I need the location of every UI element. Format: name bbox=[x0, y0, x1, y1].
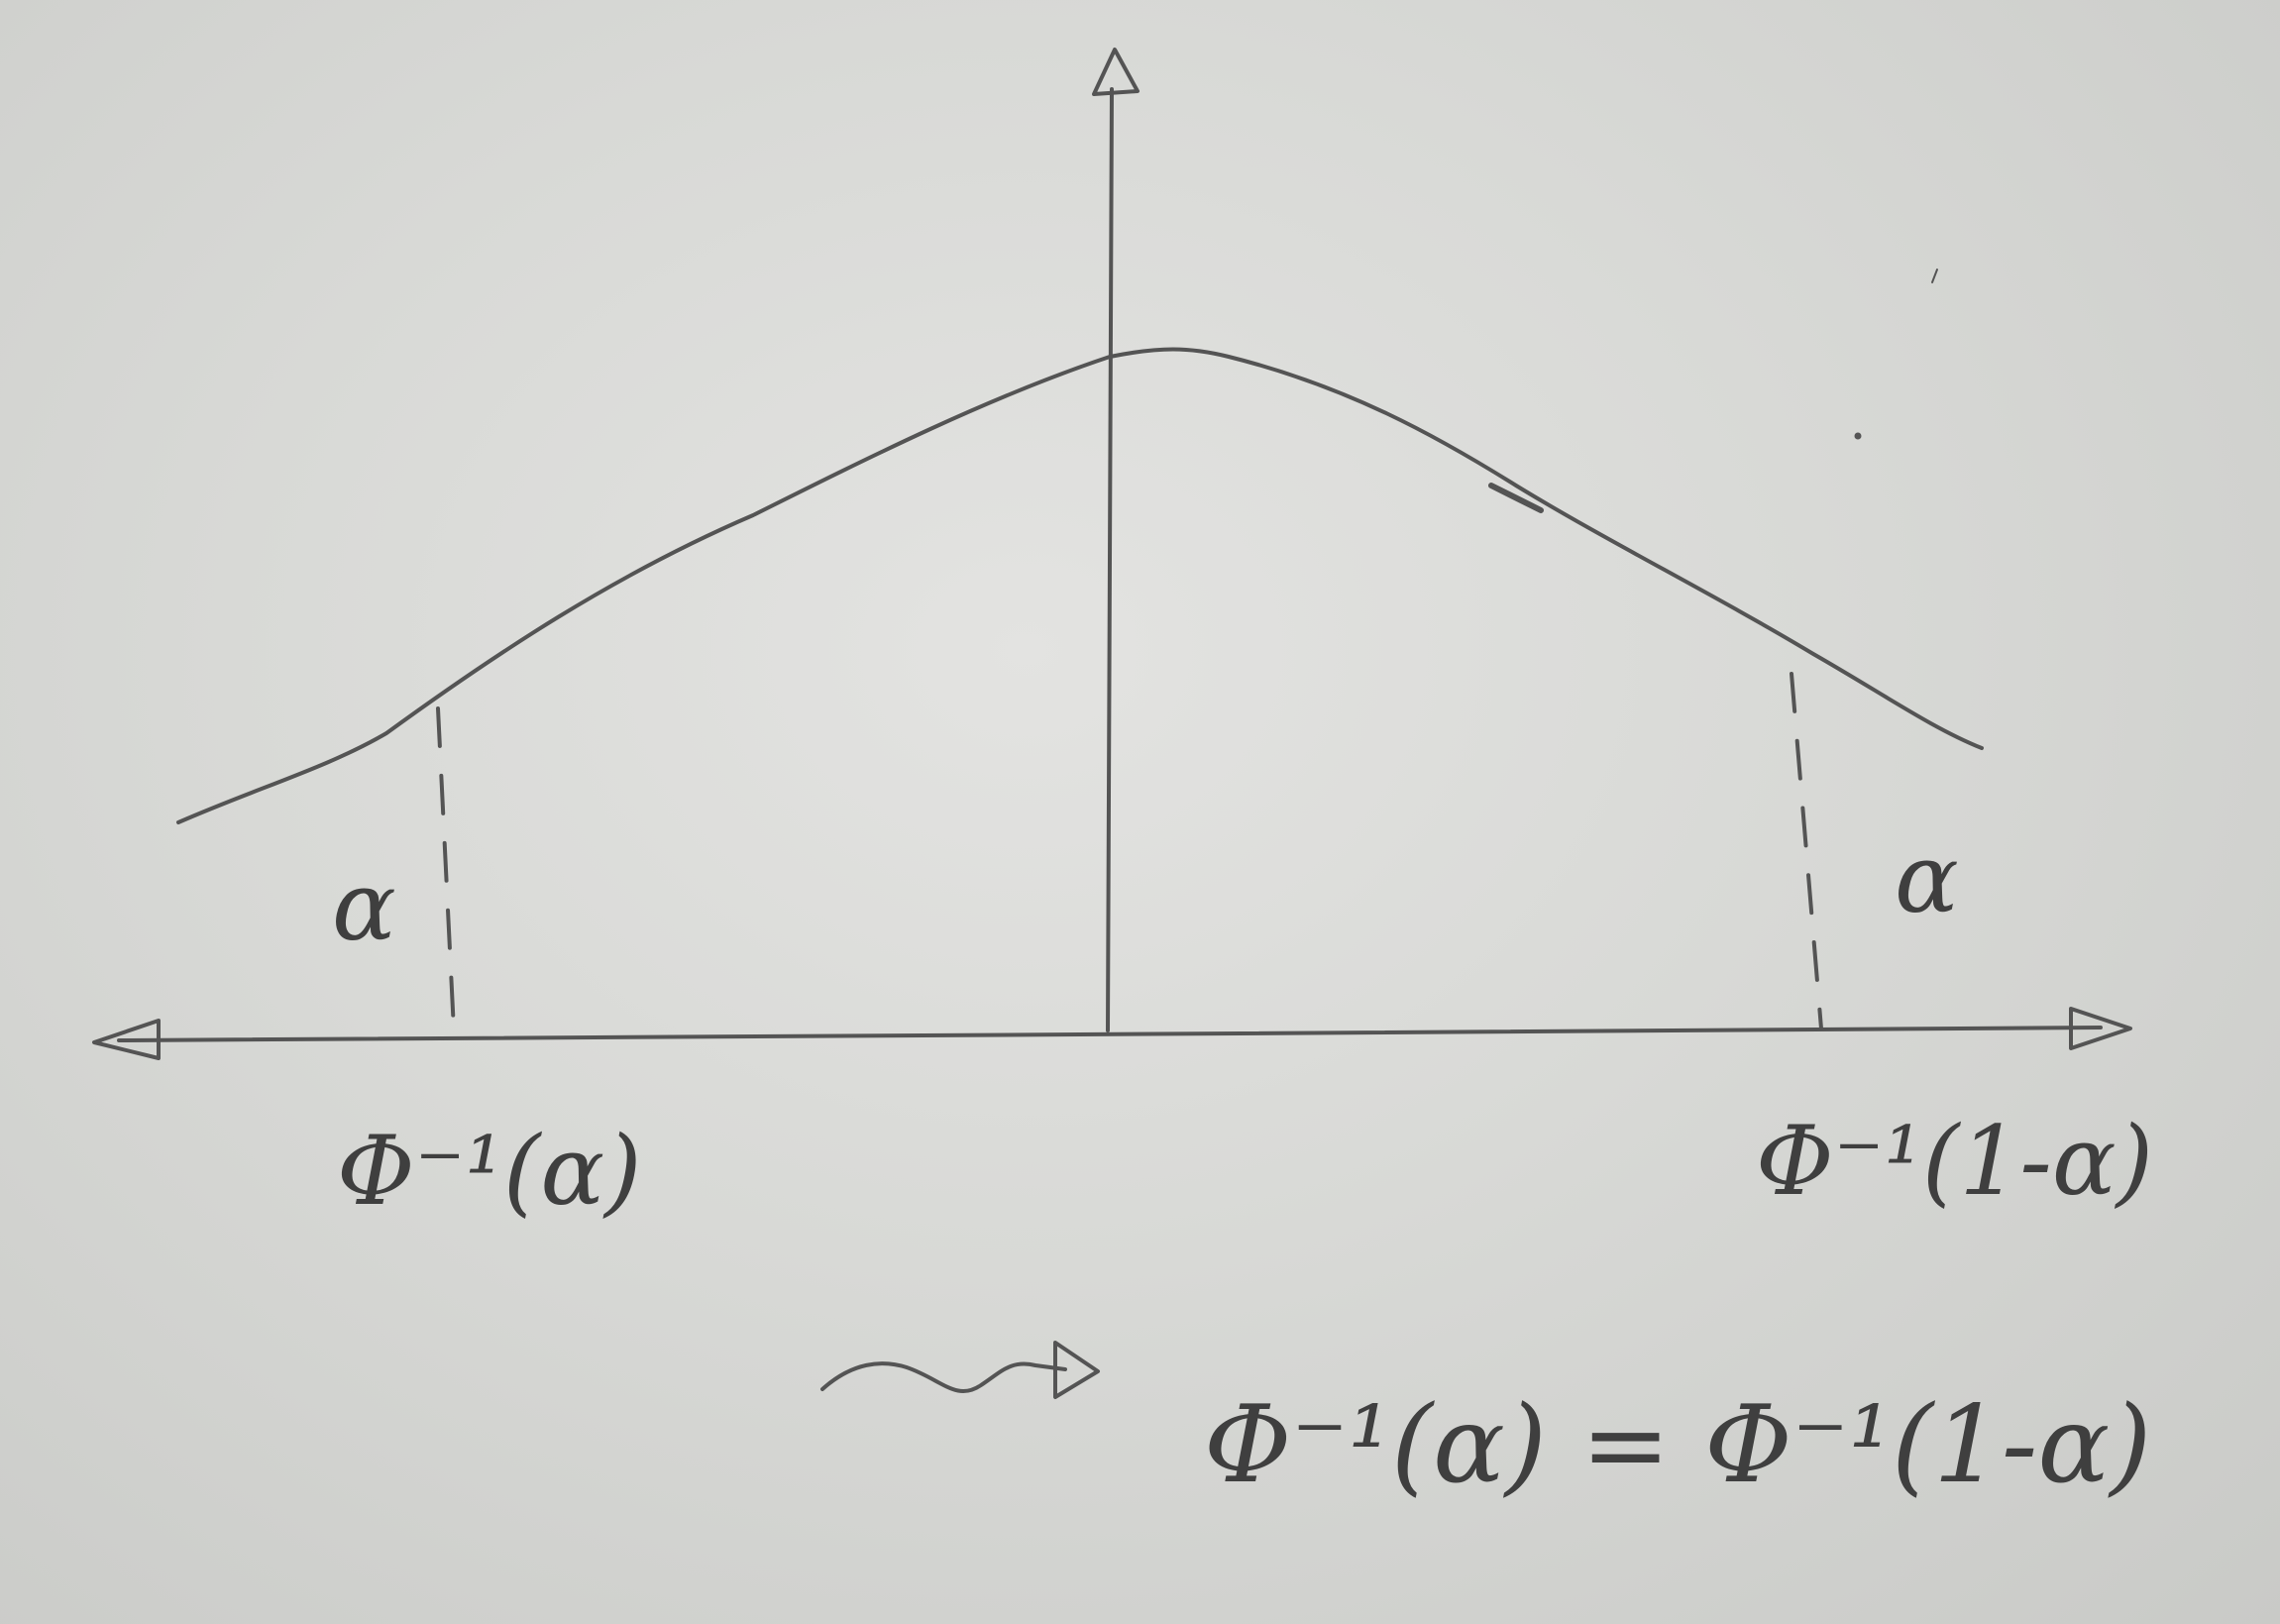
left-quantile-label: Φ⁻¹(α) bbox=[337, 1116, 642, 1227]
right-tail-label: α bbox=[1895, 823, 1959, 934]
right-quantile-line bbox=[1790, 672, 1823, 1030]
x-axis bbox=[92, 1007, 2132, 1060]
squiggle-arrow bbox=[820, 1341, 1100, 1399]
overstroke-mark bbox=[1488, 483, 1544, 513]
density-curve bbox=[176, 347, 1984, 824]
y-axis bbox=[1092, 48, 1140, 1032]
conclusion-formula: Φ⁻¹(α) = Φ⁻¹(1-α) bbox=[1204, 1383, 2151, 1507]
left-quantile-line bbox=[436, 706, 456, 1032]
right-quantile-label: Φ⁻¹(1-α) bbox=[1756, 1106, 2153, 1217]
stray-mark bbox=[1931, 269, 1938, 283]
left-tail-label: α bbox=[332, 851, 396, 962]
stray-dot bbox=[1854, 432, 1862, 440]
